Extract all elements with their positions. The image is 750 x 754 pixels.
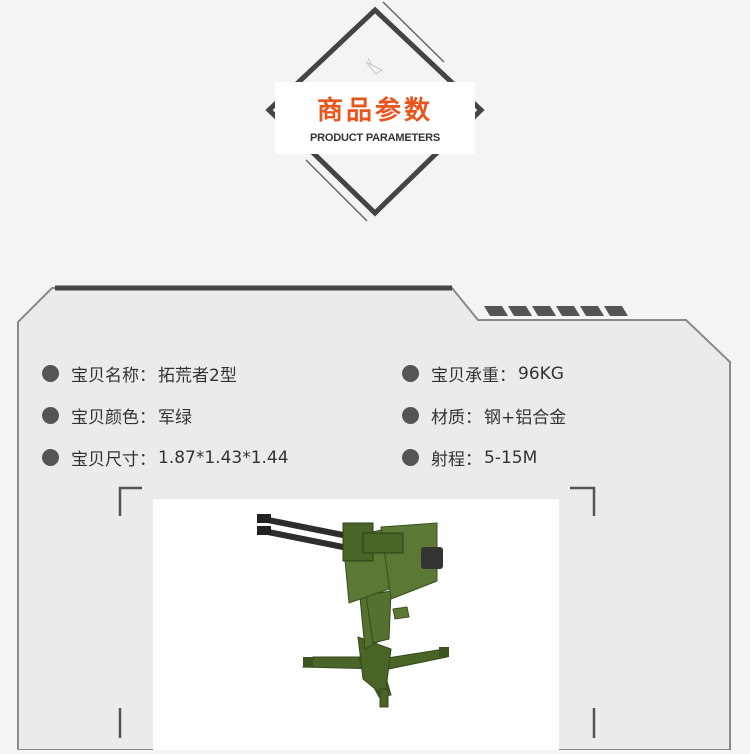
spec-value: 96KG: [518, 363, 564, 384]
spec-value: 钢+铝合金: [484, 408, 567, 428]
spec-item-color: 宝贝颜色： 军绿: [42, 403, 192, 428]
spec-label: 宝贝承重：: [431, 366, 516, 386]
bullet-dot-icon: [402, 365, 419, 382]
anti-aircraft-gun-icon: [257, 514, 449, 708]
spec-value: 5-15M: [484, 447, 538, 468]
bullet-dot-icon: [402, 449, 419, 466]
spec-item-name: 宝贝名称： 拓荒者2型: [42, 361, 237, 386]
spec-item-material: 材质： 钢+铝合金: [402, 403, 566, 428]
spec-label: 宝贝名称：: [71, 366, 156, 386]
spec-value: 1.87*1.43*1.44: [158, 447, 289, 468]
bullet-dot-icon: [42, 365, 59, 382]
spec-label: 射程：: [431, 450, 482, 470]
section-header: 商品参数 PRODUCT PARAMETERS: [0, 0, 750, 270]
spec-label: 材质：: [431, 408, 482, 428]
spec-item-range: 射程： 5-15M: [402, 445, 537, 470]
bullet-dot-icon: [42, 407, 59, 424]
bullet-dot-icon: [402, 407, 419, 424]
diamond-emblem: [265, 1, 485, 222]
spec-item-size: 宝贝尺寸： 1.87*1.43*1.44: [42, 445, 289, 470]
section-title-cn: 商品参数: [316, 96, 433, 126]
section-title-en: PRODUCT PARAMETERS: [309, 132, 441, 144]
photo-frame-brackets: [118, 486, 596, 738]
bullet-dot-icon: [42, 449, 59, 466]
spec-value: 拓荒者2型: [158, 366, 237, 386]
spec-value: 军绿: [158, 408, 192, 428]
product-photo: [153, 499, 559, 750]
spec-label: 宝贝尺寸：: [71, 450, 156, 470]
spec-item-load: 宝贝承重： 96KG: [402, 361, 564, 386]
spec-label: 宝贝颜色：: [71, 408, 156, 428]
plane-watermark-icon: [365, 57, 383, 75]
